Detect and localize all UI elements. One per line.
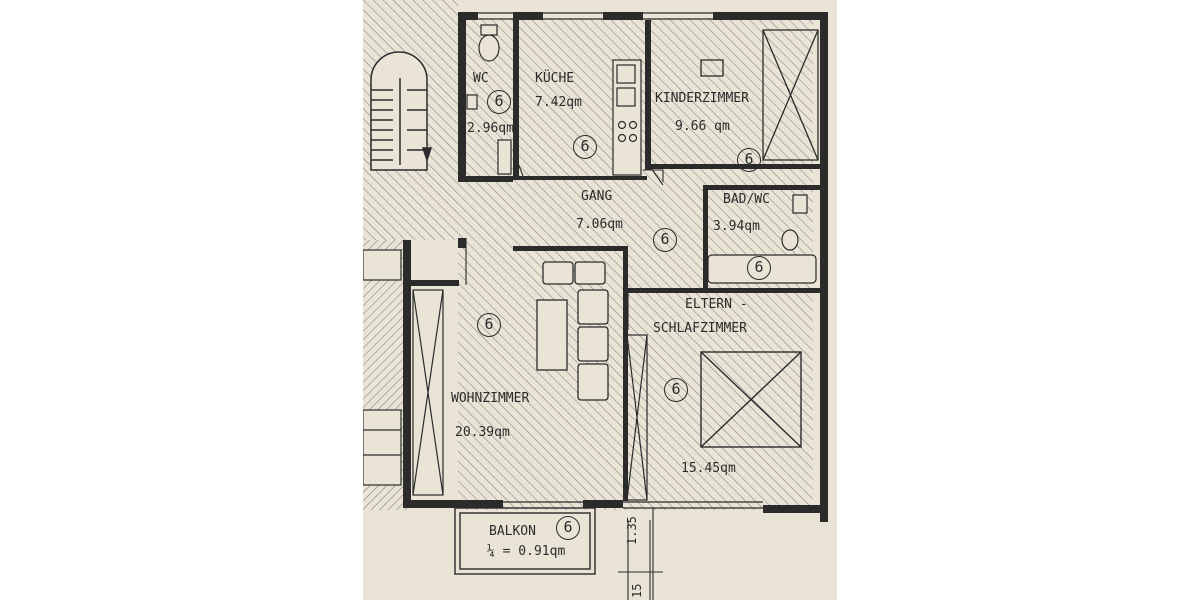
room-marker-gang: 6 xyxy=(653,228,677,252)
room-marker-eltern: 6 xyxy=(664,378,688,402)
room-name-eltern-line1: ELTERN - xyxy=(685,297,748,312)
room-name-eltern-line2: SCHLAFZIMMER xyxy=(653,321,747,336)
dimension-label-1-35: 1.35 xyxy=(625,516,639,545)
room-marker-balkon: 6 xyxy=(556,516,580,540)
door-swings xyxy=(465,149,664,330)
wc-fixtures xyxy=(466,24,512,175)
interior-walls xyxy=(411,20,823,501)
room-area-eltern: 15.45qm xyxy=(681,461,736,476)
room-area-wc: 2.96qm xyxy=(467,121,514,136)
kinderzimmer-furniture xyxy=(700,29,819,161)
room-area-kueche: 7.42qm xyxy=(535,95,582,110)
outer-walls xyxy=(403,12,828,522)
dimension-lines xyxy=(618,508,663,600)
room-name-gang: GANG xyxy=(581,189,613,204)
room-name-balkon: BALKON xyxy=(489,524,536,539)
room-name-wohnzimmer: WOHNZIMMER xyxy=(451,391,530,406)
double-bed xyxy=(700,351,802,448)
dimension-label-15: 15 xyxy=(630,583,644,598)
room-area-balkon: ¼ = 0.91qm xyxy=(487,544,566,559)
floor-plan-sheet: WC 6 2.96qm KÜCHE 7.42qm 6 KINDERZIMMER … xyxy=(363,0,837,600)
room-name-kinderzimmer: KINDERZIMMER xyxy=(655,91,749,106)
room-name-wc: WC xyxy=(473,71,489,86)
floor-plan-drawing xyxy=(363,0,828,600)
room-area-wohnzimmer: 20.39qm xyxy=(455,425,510,440)
room-marker-wc: 6 xyxy=(487,90,511,114)
room-marker-kinderzimmer: 6 xyxy=(737,148,761,172)
wardrobes xyxy=(412,289,648,501)
balcony-outline xyxy=(454,507,596,575)
staircase-symbol xyxy=(370,51,433,171)
kitchen-fixtures xyxy=(612,59,642,176)
room-area-gang: 7.06qm xyxy=(576,217,623,232)
room-marker-bad: 6 xyxy=(747,256,771,280)
living-room-furniture xyxy=(536,261,609,401)
room-area-bad: 3.94qm xyxy=(713,219,760,234)
room-area-kinderzimmer: 9.66 qm xyxy=(675,119,730,134)
room-name-bad: BAD/WC xyxy=(723,192,770,207)
room-marker-kueche: 6 xyxy=(573,135,597,159)
windows xyxy=(478,12,763,509)
room-marker-wohnzimmer-upper: 6 xyxy=(477,313,501,337)
room-name-kueche: KÜCHE xyxy=(535,71,575,86)
neighbor-furniture xyxy=(363,249,402,486)
